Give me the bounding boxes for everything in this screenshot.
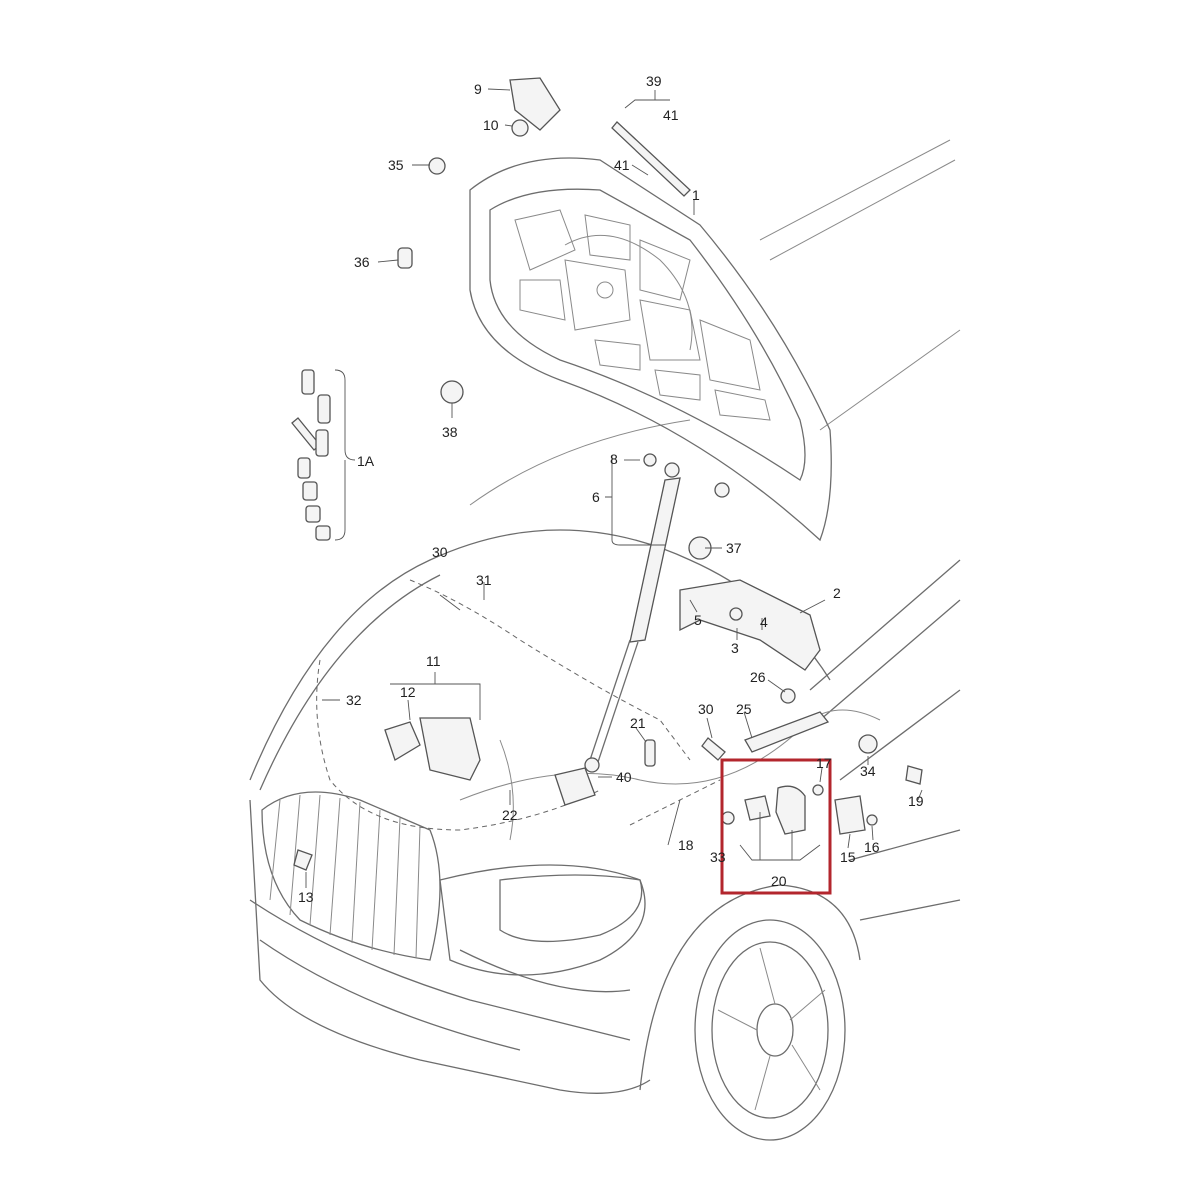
callout-19: 19 xyxy=(908,793,924,809)
callout-33: 33 xyxy=(710,849,726,865)
callout-37: 37 xyxy=(726,540,742,556)
callout-21: 21 xyxy=(630,715,646,731)
callout-6: 6 xyxy=(592,489,600,505)
callout-35: 35 xyxy=(388,157,404,173)
callout-5: 5 xyxy=(694,612,702,628)
callout-36: 36 xyxy=(354,254,370,270)
callout-16: 16 xyxy=(864,839,880,855)
callout-1: 1 xyxy=(692,187,700,203)
gas-strut xyxy=(584,462,681,773)
callout-32: 32 xyxy=(346,692,362,708)
highlighted-part-group xyxy=(721,784,824,861)
callout-25: 25 xyxy=(736,701,752,717)
callout-1A: 1A xyxy=(357,453,375,469)
callout-26: 26 xyxy=(750,669,766,685)
leader-lines xyxy=(305,88,923,888)
callout-41-bottom: 41 xyxy=(614,157,630,173)
callout-18: 18 xyxy=(678,837,694,853)
callout-30-left: 30 xyxy=(432,544,448,560)
callout-39: 39 xyxy=(646,73,662,89)
bolt-set xyxy=(291,369,331,541)
callout-38: 38 xyxy=(442,424,458,440)
callout-12: 12 xyxy=(400,684,416,700)
callout-2: 2 xyxy=(833,585,841,601)
callout-41-top: 41 xyxy=(663,107,679,123)
callout-9: 9 xyxy=(474,81,482,97)
callout-3: 3 xyxy=(731,640,739,656)
callout-22: 22 xyxy=(502,807,518,823)
hood-panel xyxy=(469,157,832,542)
car-body xyxy=(249,139,961,1141)
callout-30-right: 30 xyxy=(698,701,714,717)
callout-31: 31 xyxy=(476,572,492,588)
callout-10: 10 xyxy=(483,117,499,133)
highlight-box xyxy=(720,758,832,895)
callout-20: 20 xyxy=(771,873,787,889)
callout-15: 15 xyxy=(840,849,856,865)
callout-34: 34 xyxy=(860,763,876,779)
small-parts xyxy=(291,77,923,871)
callout-8: 8 xyxy=(610,451,618,467)
callout-labels: 9 10 35 36 38 1A 39 41 41 1 8 6 37 2 5 4… xyxy=(298,73,924,905)
seals-cables xyxy=(316,579,881,841)
callout-4: 4 xyxy=(760,614,768,630)
callout-11: 11 xyxy=(426,653,441,669)
callout-13: 13 xyxy=(298,889,314,905)
callout-17: 17 xyxy=(816,755,832,771)
callout-40: 40 xyxy=(616,769,632,785)
